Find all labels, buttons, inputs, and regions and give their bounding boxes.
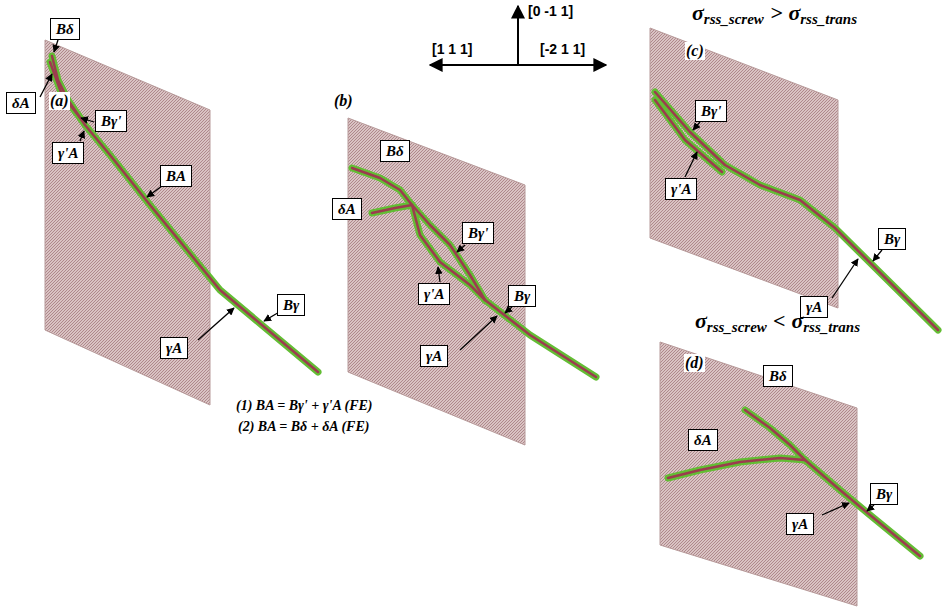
figure-label: σ <box>692 1 704 25</box>
segment-label: γ'A <box>424 286 444 302</box>
segment-label: Bδ <box>386 143 404 159</box>
segment-label: Bγ <box>283 297 299 313</box>
figure-label: (1) BA = Bγ' + γ'A (FE) <box>236 398 373 413</box>
figure-label: rss_trans <box>803 319 860 336</box>
figure-label: [1 1 1] <box>432 42 472 57</box>
segment-label: BA <box>166 168 186 184</box>
segment-label: γ'A <box>58 145 78 161</box>
segment-label: γA <box>806 299 822 315</box>
label-box: γ'A <box>418 283 450 305</box>
label-box: Bδ <box>763 365 793 387</box>
figure-label: σ <box>788 1 800 25</box>
segment-label: Bγ' <box>101 113 121 129</box>
label-box: γA <box>786 513 814 535</box>
segment-label: γ'A <box>671 181 691 197</box>
segment-label: δA <box>12 95 30 111</box>
label-box: Bγ' <box>95 110 127 132</box>
figure-label: (2) BA = Bδ + δA (FE) <box>238 419 369 434</box>
segment-label: γA <box>426 348 442 364</box>
label-box: γA <box>800 296 828 318</box>
label-box: Bδ <box>380 140 410 162</box>
label-box: γA <box>160 337 188 359</box>
label-box: δA <box>688 429 718 451</box>
figure-label: (d) <box>684 354 705 372</box>
label-box: γ'A <box>665 178 697 200</box>
label-box: γ'A <box>52 142 84 164</box>
figure-label: [-2 1 1] <box>540 42 585 57</box>
label-box: BA <box>160 165 192 187</box>
figure-label: > <box>770 1 783 25</box>
label-box: Bγ <box>870 483 898 505</box>
label-box: δA <box>6 92 36 114</box>
figure-label: (c) <box>685 42 705 60</box>
label-box: Bγ <box>277 294 305 316</box>
figure-label: rss_screw <box>704 11 764 28</box>
segment-label: Bγ <box>876 486 892 502</box>
label-box: Bγ <box>878 228 906 250</box>
segment-label: Bγ' <box>468 225 488 241</box>
label-box: Bγ' <box>695 100 727 122</box>
segment-label: Bδ <box>769 368 787 384</box>
segment-label: γA <box>792 516 808 532</box>
segment-label: Bγ <box>884 231 900 247</box>
label-box: δA <box>332 198 362 220</box>
segment-label: δA <box>338 201 356 217</box>
label-box: Bγ' <box>462 222 494 244</box>
segment-label: δA <box>694 432 712 448</box>
segment-label: Bδ <box>56 21 74 37</box>
segment-label: Bγ <box>514 288 530 304</box>
segment-label: Bγ' <box>701 103 721 119</box>
label-box: Bγ <box>508 285 536 307</box>
figure-label: σ <box>791 309 803 333</box>
segment-label: γA <box>166 340 182 356</box>
label-box: γA <box>420 345 448 367</box>
label-box: Bδ <box>50 18 80 40</box>
figure-label: rss_trans <box>800 11 857 28</box>
figure-label: [0 -1 1] <box>528 4 573 19</box>
figure-label: rss_screw <box>707 319 767 336</box>
figure-label: (a) <box>49 92 70 110</box>
figure-label: σ <box>695 309 707 333</box>
figure-label: (b) <box>333 92 354 110</box>
figure-label: < <box>773 309 786 333</box>
